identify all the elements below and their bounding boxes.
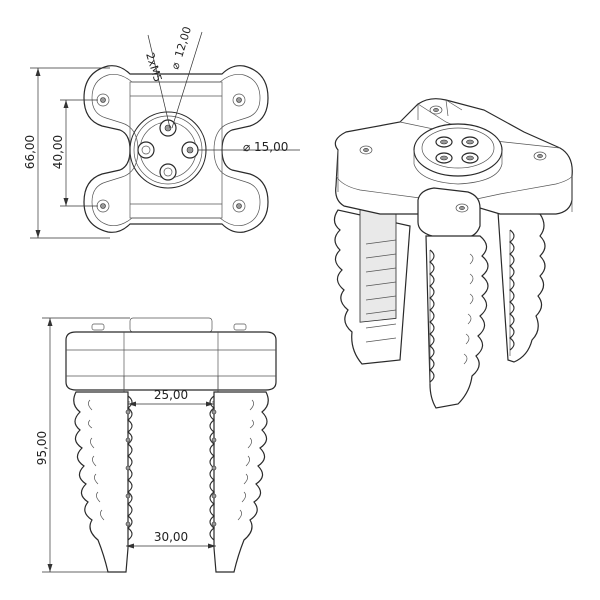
diameter-small-symbol: ⌀ bbox=[168, 60, 182, 70]
iso-finger-back-right bbox=[497, 211, 546, 363]
diameter-small-label: 12,00 bbox=[172, 25, 194, 59]
diameter-large-symbol: ⌀ bbox=[243, 140, 250, 154]
height-inner-label: 40,00 bbox=[51, 135, 65, 169]
diameter-large-label: 15,00 bbox=[254, 140, 288, 154]
front-view-hub-cap bbox=[129, 317, 213, 333]
gap-top-label: 25,00 bbox=[154, 388, 188, 402]
right-finger bbox=[213, 391, 269, 573]
isometric-view bbox=[333, 98, 573, 409]
iso-screw-icon bbox=[359, 105, 547, 213]
top-view: 2xM5 ⌀ 12,00 ⌀ 15,00 66,00 40,00 bbox=[23, 25, 300, 239]
front-view: 25,00 30,00 95,00 bbox=[35, 317, 277, 573]
height-label: 95,00 bbox=[35, 431, 49, 465]
gap-bottom-label: 30,00 bbox=[154, 530, 188, 544]
front-view-body bbox=[65, 331, 277, 391]
height-outer-label: 66,00 bbox=[23, 135, 37, 169]
iso-hub-holes-icon bbox=[435, 136, 479, 164]
left-finger bbox=[73, 391, 129, 573]
corner-screw-icon bbox=[96, 93, 246, 213]
iso-finger-front bbox=[425, 235, 489, 409]
